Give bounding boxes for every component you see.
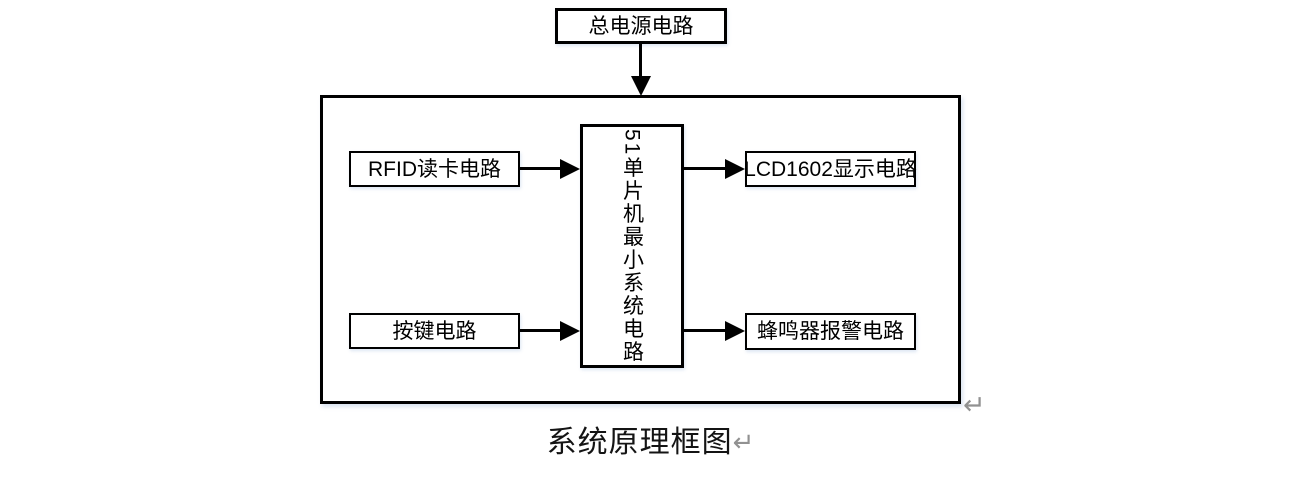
- mcu-label: 51单片机最小系统电路: [620, 128, 644, 364]
- paragraph-return-mark: ↵: [963, 390, 986, 421]
- arrowhead-right-icon: [725, 159, 745, 179]
- mcu-box: 51单片机最小系统电路: [580, 124, 684, 368]
- caption-row: 系统原理框图↵: [0, 426, 1301, 460]
- power-supply-box: 总电源电路: [555, 8, 727, 44]
- arrowhead-right-icon: [560, 321, 580, 341]
- rfid-label: RFID读卡电路: [368, 157, 501, 181]
- keypad-box: 按键电路: [349, 313, 520, 349]
- arrow-shaft: [519, 167, 561, 170]
- arrowhead-right-icon: [725, 321, 745, 341]
- keypad-label: 按键电路: [392, 319, 477, 343]
- caption-paragraph-return-mark: ↵: [732, 428, 755, 458]
- lcd-box: LCD1602显示电路: [744, 151, 917, 187]
- arrow-shaft: [683, 167, 726, 170]
- power-supply-label: 总电源电路: [588, 14, 694, 38]
- buzzer-box: 蜂鸣器报警电路: [745, 313, 916, 350]
- rfid-box: RFID读卡电路: [349, 151, 520, 187]
- arrowhead-right-icon: [560, 159, 580, 179]
- arrow-shaft: [639, 44, 642, 78]
- arrow-shaft: [683, 329, 726, 332]
- lcd-label: LCD1602显示电路: [744, 157, 917, 181]
- caption: 系统原理框图: [546, 426, 733, 459]
- buzzer-label: 蜂鸣器报警电路: [757, 320, 904, 343]
- arrowhead-down-icon: [631, 76, 651, 96]
- system-boundary-box: [320, 95, 961, 404]
- arrow-shaft: [519, 329, 561, 332]
